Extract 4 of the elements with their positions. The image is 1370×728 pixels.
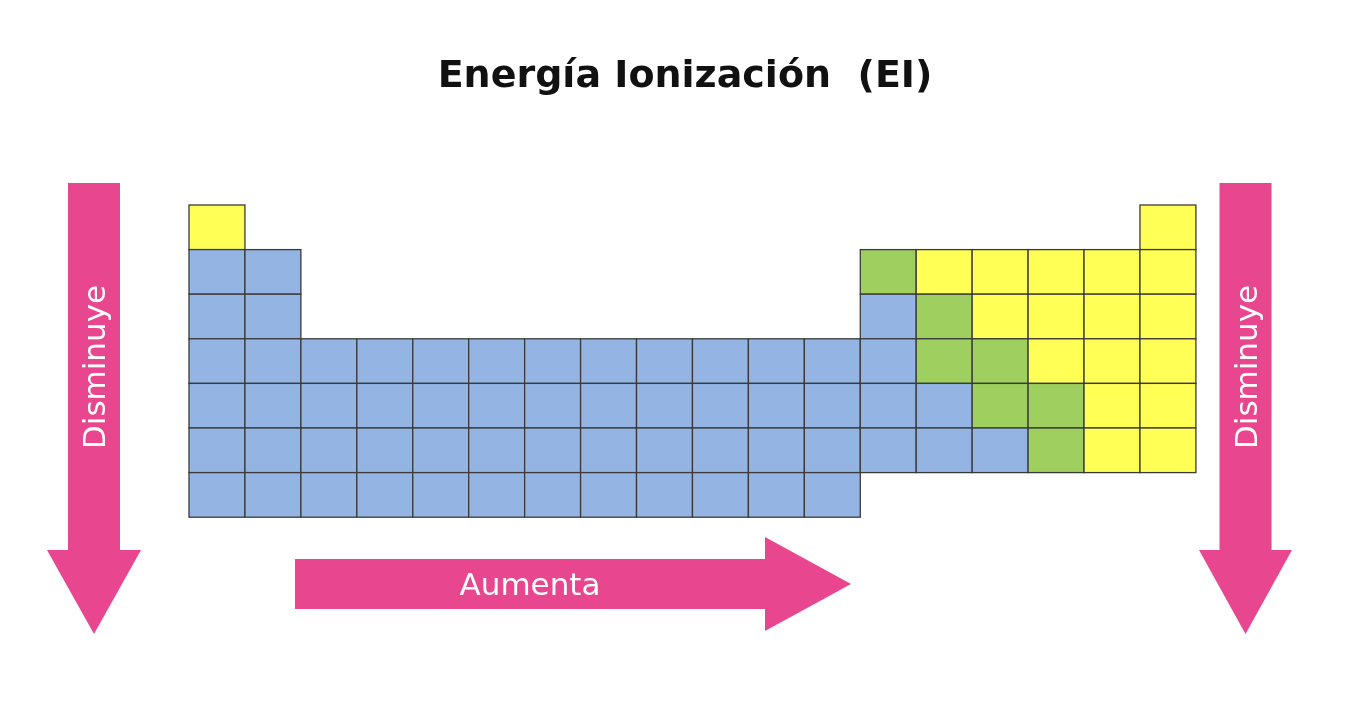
diagram-title: Energía Ionización (EI) — [436, 52, 934, 96]
arrow-label: Disminuye — [1230, 284, 1261, 449]
arrow-label: Aumenta — [459, 568, 601, 600]
arrow-label: Disminuye — [78, 284, 110, 449]
